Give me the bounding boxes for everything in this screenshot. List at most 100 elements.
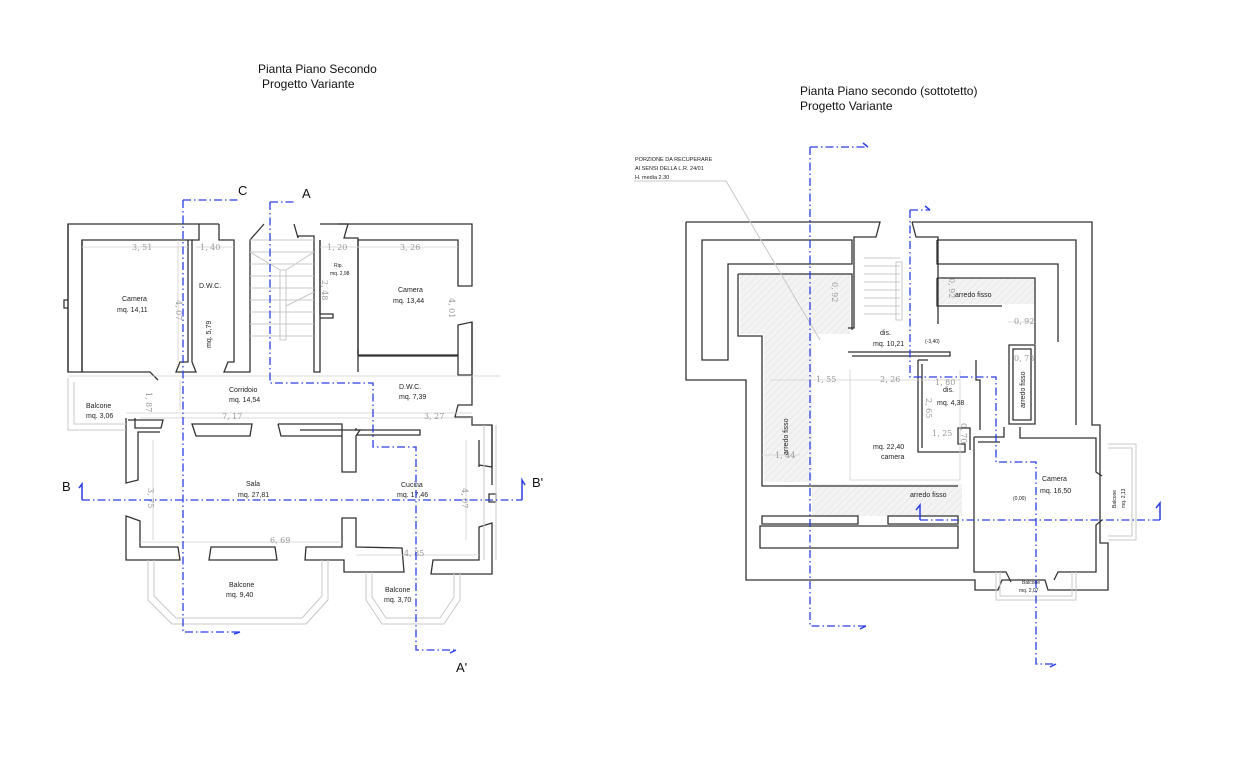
right-stair [864,257,903,321]
room-balcone-southeast: Balcone mq. 3,70 [384,587,411,604]
svg-text:mq. 16,50: mq. 16,50 [1040,488,1071,495]
hatched-area-south [812,484,962,516]
note-leader-line [634,180,821,341]
dim-label: 3, 27 [424,412,444,421]
dim-label: 0, 92 [1014,317,1034,326]
right-section-lines [809,142,1161,668]
left-section-lines [78,199,526,654]
section-line-a [269,201,456,651]
svg-text:mq. 2,07: mq. 2,07 [1019,588,1039,594]
svg-text:mq. 13,44: mq. 13,44 [393,298,424,305]
dim-label: 4, 07 [174,300,183,320]
dim-label: 2, 26 [880,375,900,384]
fixed-furniture-label: arredo fisso [910,492,947,499]
room-ripostiglio: Rip. mq. 2,98 [330,263,350,277]
right-plan-title-line1: Pianta Piano secondo (sottotetto) [800,84,978,98]
room-dwc-1: D.W.C. mq. 5,79 [199,283,221,348]
svg-text:dis.: dis. [943,387,954,394]
svg-text:camera: camera [881,454,904,461]
svg-text:Rip.: Rip. [334,263,343,269]
dim-label: 3, 75 [146,488,155,508]
svg-text:Cucina: Cucina [401,482,423,489]
right-dimension-lines [762,321,1035,481]
dim-label: 1, 55 [816,375,836,384]
hatched-area-north [937,278,1035,304]
dim-label: 1, 20 [327,243,347,252]
right-plan-title: Pianta Piano secondo (sottotetto) Proget… [800,84,977,114]
svg-text:mq. 7,39: mq. 7,39 [399,394,426,401]
dim-label: 4, 85 [404,549,424,558]
section-label-b: B [62,479,71,494]
left-plan-title: Pianta Piano Secondo Progetto Variante [258,62,377,92]
room-cucina: Cucina mq. 17,46 [397,482,428,499]
level-label: (0,00) [1013,496,1026,502]
room-camera-1: Camera mq. 14,11 [117,296,148,314]
section-label-a-prime: A' [456,660,467,675]
svg-text:mq. 14,54: mq. 14,54 [229,397,260,404]
section-label-a: A [302,186,311,201]
room-balcone-west: Balcone mq. 3,06 [86,403,113,420]
svg-text:Camera: Camera [398,287,423,294]
room-camera-large: mq. 22,40 camera [873,444,904,461]
svg-text:dis.: dis. [880,330,891,337]
svg-text:mq. 4,38: mq. 4,38 [937,400,964,407]
room-dwc-2: D.W.C. mq. 7,39 [399,384,426,401]
svg-text:mq. 10,21: mq. 10,21 [873,341,904,348]
svg-text:Sala: Sala [246,481,260,488]
section-line-c [182,199,240,633]
svg-text:Balcone: Balcone [229,582,254,589]
dim-label: 3, 26 [400,243,420,252]
svg-text:AI SENSI DELLA L.R. 24/01: AI SENSI DELLA L.R. 24/01 [635,166,704,172]
dim-label: 6, 69 [270,536,290,545]
dim-label: 7, 17 [222,412,242,421]
section-label-c: C [238,183,247,198]
svg-text:mq. 22,40: mq. 22,40 [873,444,904,451]
svg-text:Balcone: Balcone [1022,580,1040,586]
dim-label: 1, 25 [932,429,952,438]
section-label-b-prime: B' [532,475,543,490]
room-balcone-south-right: Balcone mq. 2,07 [1019,580,1040,594]
svg-text:mq. 3,06: mq. 3,06 [86,413,113,420]
svg-text:mq. 5,79: mq. 5,79 [206,321,213,348]
section-line-vertical-2 [909,209,1056,665]
svg-text:Camera: Camera [1042,476,1067,483]
recovery-note: PORZIONE DA RECUPERARE AI SENSI DELLA L.… [634,157,821,341]
svg-text:Balcone: Balcone [1112,490,1118,508]
room-dis-1: dis. mq. 10,21 (-3,40) [873,330,940,348]
fixed-furniture-label: arredo fisso [783,418,790,455]
dim-label: 2, 48 [320,280,329,300]
left-plan-title-line2: Progetto Variante [262,77,355,91]
svg-text:Camera: Camera [122,296,147,303]
svg-text:Balcone: Balcone [86,403,111,410]
svg-text:mq. 2,13: mq. 2,13 [1121,488,1127,508]
right-floor-plan: 0, 92 0, 92 0, 92 0, 73 1, 55 2, 26 1, 8… [634,142,1161,668]
section-line-vertical-1 [809,146,868,627]
dim-label: 1, 40 [200,243,220,252]
hatched-area-west [740,274,850,334]
svg-text:mq. 14,11: mq. 14,11 [117,307,148,314]
room-corridoio: Corridoio mq. 14,54 [229,387,260,404]
dim-label: 4, 07 [460,488,469,508]
svg-text:mq. 3,70: mq. 3,70 [384,597,411,604]
dim-label: 1, 44 [775,451,795,460]
room-balcone-south: Balcone mq. 9,40 [226,582,254,599]
right-balconies [995,443,1137,601]
svg-text:mq. 27,81: mq. 27,81 [238,492,269,499]
dim-label: 1, 87 [144,392,153,412]
svg-text:mq. 9,40: mq. 9,40 [226,592,253,599]
svg-text:mq. 17,46: mq. 17,46 [397,492,428,499]
left-walls [63,223,497,575]
room-dis-2: dis. mq. 4,38 [937,387,964,407]
svg-text:D.W.C.: D.W.C. [199,283,221,290]
right-plan-title-line2: Progetto Variante [800,99,893,113]
dim-label: 0, 70 [959,423,968,443]
dim-label: 0, 92 [947,278,956,298]
left-dimension-lines [68,240,500,556]
svg-text:mq. 2,98: mq. 2,98 [330,271,350,277]
room-camera-east: Camera mq. 16,50 (0,00) [1013,476,1071,502]
left-plan-title-line1: Pianta Piano Secondo [258,62,377,76]
room-balcone-east-right: Balcone mq. 2,13 [1112,488,1127,508]
svg-text:D.W.C.: D.W.C. [399,384,421,391]
left-balconies [67,378,497,625]
